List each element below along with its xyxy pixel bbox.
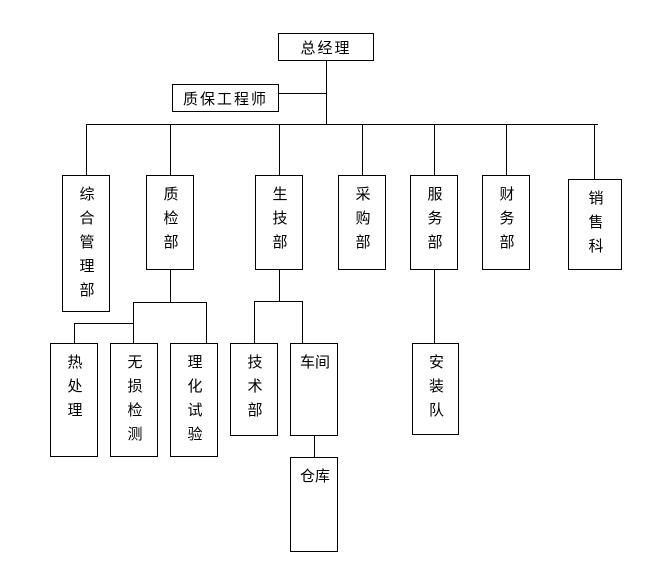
node-production-technology-label: 生技部 — [270, 186, 289, 258]
node-production-technology: 生技部 — [255, 175, 303, 270]
node-warehouse: 仓库 — [290, 457, 338, 552]
node-installation-team: 安装队 — [412, 343, 459, 435]
connector-drop-physicochemical-test — [206, 302, 207, 343]
node-general-manager: 总经理 — [278, 33, 374, 61]
node-physicochemical-test-label: 理化试验 — [185, 354, 204, 450]
node-warehouse-label: 仓库 — [298, 468, 331, 512]
node-purchasing: 采购部 — [338, 175, 386, 270]
connector-drop-production-technology — [279, 124, 280, 175]
node-service-label: 服务部 — [425, 186, 444, 258]
node-purchasing-label: 采购部 — [353, 186, 372, 258]
node-nondestructive-testing-label: 无损检测 — [125, 354, 144, 450]
node-sales-label: 销售科 — [586, 190, 605, 262]
node-qa-engineer: 质保工程师 — [172, 84, 279, 112]
node-general-manager-label: 总经理 — [300, 38, 352, 57]
node-finance: 财务部 — [482, 175, 530, 270]
connector-qa-engineer — [279, 93, 326, 94]
connector-quality-inspection-bus — [133, 302, 207, 303]
connector-drop-heat-treatment — [74, 323, 75, 343]
node-heat-treatment-label: 热处理 — [65, 354, 84, 426]
connector-drop-technical-dept — [254, 301, 255, 343]
node-comprehensive-management-label: 综合管理部 — [77, 186, 96, 306]
connector-quality-inspection-trunk — [170, 270, 171, 302]
connector-drop-installation-team — [434, 270, 435, 343]
connector-drop-service — [434, 124, 435, 175]
connector-drop-workshop — [302, 301, 303, 343]
node-workshop: 车间 — [290, 343, 338, 436]
node-comprehensive-management: 综合管理部 — [62, 175, 110, 312]
connector-drop-purchasing — [362, 124, 363, 175]
connector-drop-comprehensive-management — [86, 124, 87, 175]
connector-level2-bus — [86, 124, 598, 125]
node-installation-team-label: 安装队 — [427, 354, 445, 426]
node-physicochemical-test: 理化试验 — [170, 343, 218, 457]
node-quality-inspection: 质检部 — [146, 175, 194, 270]
node-qa-engineer-label: 质保工程师 — [182, 89, 268, 108]
node-technical-dept-label: 技术部 — [245, 354, 264, 426]
connector-drop-sales — [594, 124, 595, 179]
connector-production-technology-trunk — [279, 270, 280, 301]
node-workshop-label: 车间 — [298, 354, 331, 398]
node-nondestructive-testing: 无损检测 — [110, 343, 158, 457]
node-sales: 销售科 — [568, 179, 622, 270]
connector-production-technology-bus — [254, 301, 303, 302]
connector-drop-warehouse — [314, 436, 315, 457]
node-heat-treatment: 热处理 — [50, 343, 98, 457]
connector-heat-treatment-branch — [74, 323, 134, 324]
node-finance-label: 财务部 — [497, 186, 516, 258]
connector-drop-nondestructive-testing — [133, 302, 134, 343]
node-service: 服务部 — [410, 175, 458, 270]
node-quality-inspection-label: 质检部 — [161, 186, 180, 258]
connector-drop-quality-inspection — [170, 124, 171, 175]
node-technical-dept: 技术部 — [230, 343, 278, 436]
connector-drop-finance — [506, 124, 507, 175]
connector-gm-trunk — [326, 61, 327, 124]
